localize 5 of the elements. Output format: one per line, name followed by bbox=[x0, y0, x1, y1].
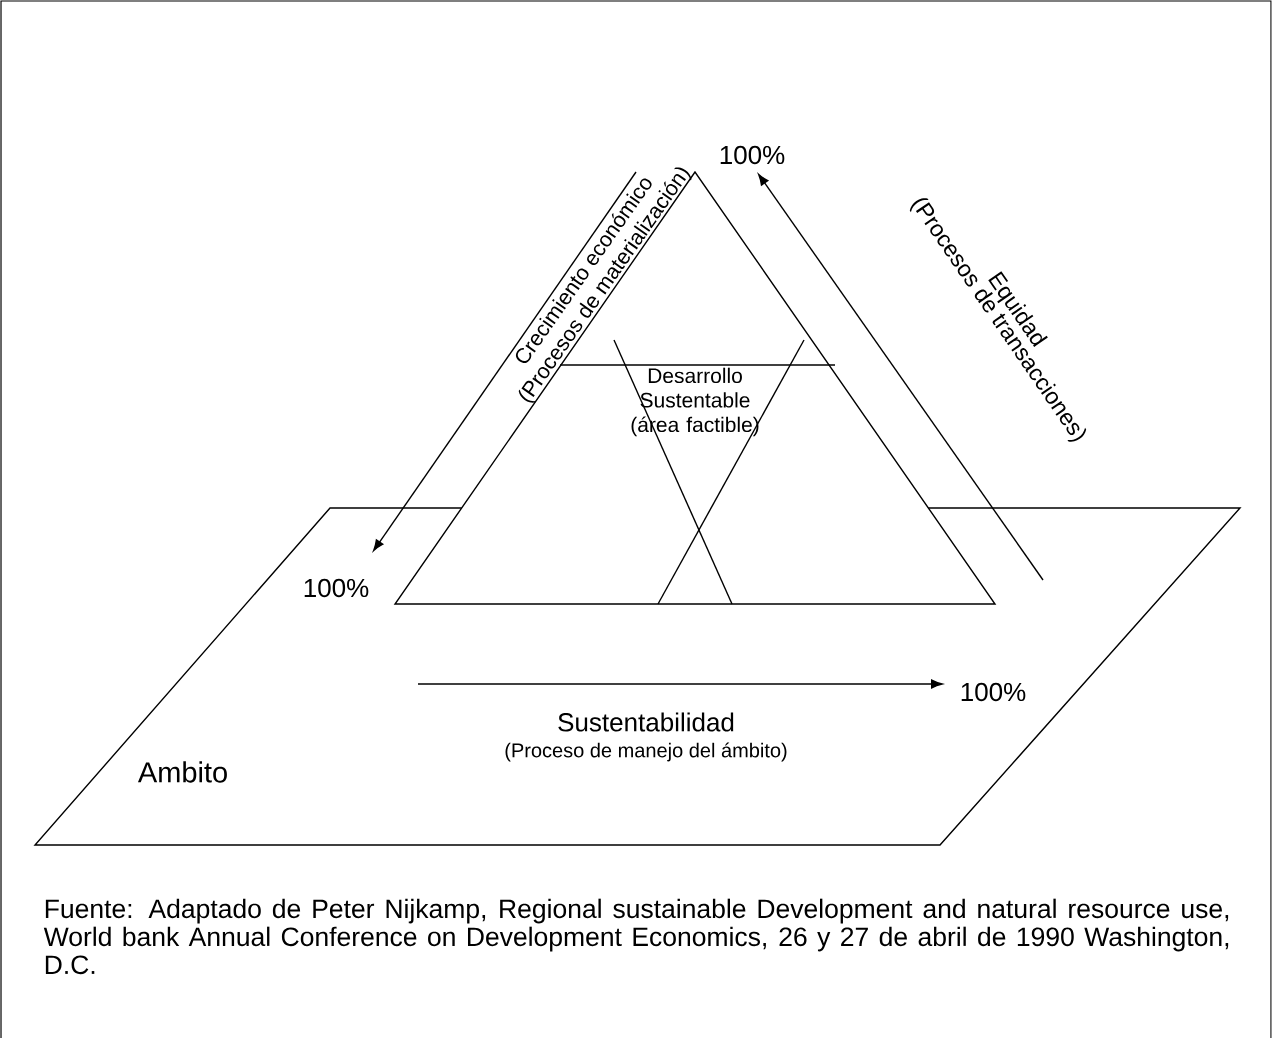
source-note: Fuente: Adaptado de Peter Nijkamp, Regional sustainable Development and natural resource use, World bank Annual Conference on Development Economics, 26 y 27 de abril de 1990 Washington, D.C. bbox=[43, 898, 1229, 975]
percent-label: 100% bbox=[304, 578, 369, 598]
axis-caption: Sustentabilidad bbox=[558, 712, 734, 732]
axis-subcaption: (Proceso de manejo del ámbito) bbox=[505, 742, 787, 762]
percent-label: 100% bbox=[961, 682, 1026, 702]
